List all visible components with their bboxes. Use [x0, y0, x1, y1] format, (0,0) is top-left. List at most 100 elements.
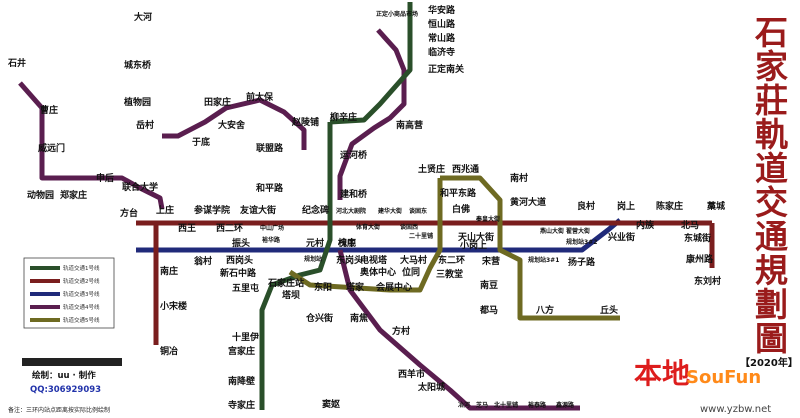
credit-author: 绘制：uu · 制作 [32, 370, 96, 381]
station-label: 规划站3#2 [566, 238, 597, 246]
station-label: 三教堂 [436, 268, 463, 280]
station-label: 临济寺 [428, 46, 455, 58]
station-label: 五里屯 [232, 282, 259, 294]
station-label: 黄河大道 [510, 196, 546, 208]
station-label: 南降壁 [228, 375, 255, 387]
station-label: 石家庄站 [267, 277, 304, 289]
title-char: 道 [755, 149, 788, 188]
station-label: 窦妪 [322, 398, 340, 410]
station-label: 天山大街 [458, 231, 494, 243]
watermark-logo: 本地 SouFun www.yzbw.net [634, 357, 771, 415]
station-label: 寺家庄 [228, 399, 255, 411]
legend: 轨道交通1号线 轨道交通2号线 轨道交通3号线 轨道交通4号线 轨道交通5号线 [23, 257, 115, 329]
station-label: 翟营大街 [566, 227, 590, 235]
station-label: 塔坝 [282, 289, 300, 301]
legend-line3-label: 轨道交通3号线 [63, 290, 100, 298]
station-label: 宋营 [481, 255, 500, 267]
station-label: 恒山路 [428, 18, 456, 30]
station-label: 十里伊 [232, 331, 259, 343]
station-label: 二十里铺 [409, 232, 433, 240]
station-label: 谈固西 [400, 223, 418, 231]
line4-track-b [162, 97, 307, 150]
station-label: 西二环 [216, 223, 243, 234]
station-label: 建华大街 [378, 207, 402, 215]
station-label: 南豆 [480, 279, 498, 291]
station-label: 西王 [178, 223, 196, 234]
station-label: 八方 [535, 304, 554, 316]
station-label: 华安路 [428, 4, 456, 16]
legend-line4-label: 轨道交通4号线 [63, 303, 100, 311]
station-label: 东岗头 [336, 254, 363, 266]
station-label: 北马 [681, 219, 699, 231]
station-label: 东阳 [314, 281, 332, 293]
watermark-url: www.yzbw.net [700, 404, 771, 415]
station-label: 西羊市 [398, 368, 425, 380]
station-label: 土贤庄 [418, 163, 445, 175]
map-title: 石 家 莊 軌 道 交 通 規 劃 圖 【2020年】 [740, 13, 798, 369]
title-char: 規 [755, 251, 788, 290]
station-label: 扬子路 [568, 256, 596, 268]
line3-south [337, 249, 580, 411]
station-label: 兴业街 [608, 231, 635, 243]
station-label: 藁城 [706, 200, 725, 212]
station-label: 友谊大街 [240, 204, 276, 216]
station-label: 威远门 [38, 142, 65, 154]
station-label: 位同 [402, 266, 420, 278]
line1-track-b [329, 2, 413, 125]
station-label: 南庄 [160, 265, 178, 277]
station-label: 和平路 [255, 182, 284, 194]
station-label: 大马村 [400, 254, 427, 266]
station-label: 建和桥 [340, 188, 368, 200]
station-label: 裕华路 [261, 236, 281, 244]
station-label: 联盟路 [256, 142, 284, 154]
credit-qq: QQ:306929093 [30, 385, 101, 395]
title-char: 交 [755, 183, 788, 222]
station-label: 槐中 [337, 237, 356, 249]
station-label: 仓兴街 [305, 312, 333, 324]
station-label: 植物园 [123, 96, 151, 108]
station-label: 南焦 [350, 312, 368, 324]
station-label: 秦皇大街 [475, 215, 500, 223]
station-label: 芝马 [476, 401, 488, 409]
station-label: 东刘村 [694, 275, 721, 287]
station-label: 小岗上 [459, 239, 487, 251]
station-label: 正定小商品市场 [376, 10, 418, 18]
station-label: 谈固东 [409, 207, 427, 215]
station-label: 都马 [479, 304, 498, 316]
title-char: 家 [755, 47, 788, 86]
station-label: 联合大学 [122, 181, 158, 193]
legend-line5-label: 轨道交通5号线 [63, 316, 100, 324]
line5-track [440, 175, 620, 321]
station-label: 规划站 [304, 255, 322, 263]
station-label: 电视塔 [360, 254, 388, 266]
station-label: 东二环 [438, 254, 465, 266]
station-label: 鑫源路 [555, 401, 575, 409]
legend-line1-label: 轨道交通1号线 [63, 264, 100, 272]
line4-track [18, 81, 165, 210]
line1-track [259, 122, 333, 410]
station-label: 西岗头 [226, 254, 253, 266]
station-label: 体育大街 [356, 223, 380, 231]
legend-line2-label: 轨道交通2号线 [63, 277, 100, 285]
station-label: 丘头 [600, 304, 618, 316]
station-label: 方台 [120, 207, 138, 219]
station-label: 石井 [7, 57, 26, 69]
station-label: 振头 [232, 237, 250, 249]
station-label: 柳辛庄 [330, 111, 357, 123]
logo-en: SouFun [686, 367, 761, 388]
station-label: 南村 [510, 172, 528, 184]
line3-track [136, 218, 622, 253]
station-label: 运河桥 [340, 149, 368, 161]
title-char: 莊 [755, 81, 788, 120]
station-label: 前太保 [246, 91, 274, 103]
station-label: 宫家庄 [228, 345, 255, 357]
station-label: 西兆通 [452, 163, 479, 175]
station-label: 南高营 [396, 119, 423, 131]
station-label: 和平东路 [439, 187, 477, 199]
station-label: 曹庄 [40, 104, 58, 116]
station-label: 方村 [392, 325, 410, 337]
station-label: 规划站3#1 [528, 256, 559, 264]
station-label: 北十里铺 [494, 401, 518, 409]
station-label: 康州路 [686, 253, 714, 265]
credit-note: 备注：三环内站点距离按实际比例绘制 [8, 406, 110, 414]
